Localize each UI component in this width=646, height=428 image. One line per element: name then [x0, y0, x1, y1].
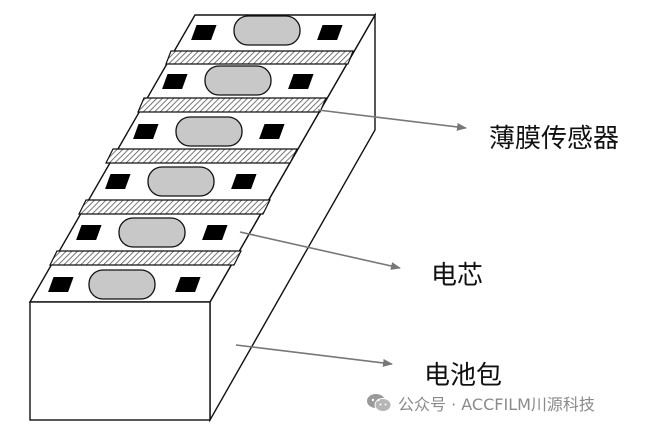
cell-body — [233, 15, 301, 46]
cell-body — [147, 166, 215, 197]
cell-terminal — [202, 225, 228, 240]
film-sensors — [49, 50, 354, 266]
cell-body — [204, 65, 272, 96]
pack-arrow — [235, 344, 393, 367]
cell-terminal — [231, 174, 257, 189]
watermark-text: 公众号 · ACCFILM川源科技 — [398, 395, 595, 414]
cell-body — [118, 217, 186, 248]
cell-arrow — [239, 231, 401, 270]
pack-front-face — [29, 301, 211, 421]
battery-cell — [162, 65, 314, 96]
cell-terminal — [175, 277, 201, 292]
cell-terminal — [76, 225, 102, 240]
film-sensor-label: 薄膜传感器 — [489, 124, 620, 154]
cell-terminal — [133, 124, 159, 139]
sensor-arrow — [317, 109, 467, 131]
wechat-icon — [367, 394, 392, 412]
battery-cell — [105, 166, 257, 197]
cell-terminal — [48, 277, 74, 292]
battery-cell — [191, 15, 343, 46]
callout-arrows — [235, 109, 467, 367]
battery-cells — [48, 15, 343, 300]
battery-cell — [48, 269, 201, 300]
cell-terminal — [259, 124, 285, 139]
battery-cell — [76, 217, 228, 248]
cell-terminal — [191, 25, 217, 40]
cell-terminal — [288, 74, 314, 89]
film-sensor-strip — [78, 199, 271, 215]
battery-pack — [28, 12, 377, 423]
film-sensor-strip — [137, 97, 327, 113]
cell-terminal — [105, 174, 131, 189]
film-sensor-strip — [49, 250, 242, 266]
battery-pack-label: 电池包 — [424, 361, 503, 391]
cell-label: 电芯 — [431, 261, 484, 291]
cell-body — [175, 116, 243, 147]
film-sensor-strip — [105, 148, 298, 164]
battery-cell — [133, 116, 285, 147]
film-sensor-strip — [165, 50, 354, 65]
cell-body — [88, 269, 156, 300]
watermark: 公众号 · ACCFILM川源科技 — [366, 390, 595, 416]
cell-terminal — [317, 25, 343, 40]
cell-terminal — [162, 74, 188, 89]
